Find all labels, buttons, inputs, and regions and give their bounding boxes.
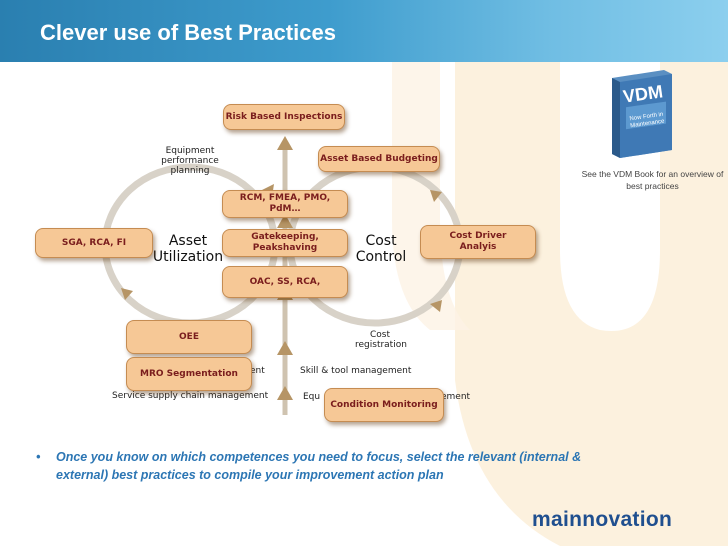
book-note: See the VDM Book for an overview of best… [581, 169, 724, 191]
label-cost-registration: Cost registration [355, 330, 407, 350]
book-cover-icon [612, 70, 672, 158]
pill-risk-based-inspections: Risk Based Inspections [223, 104, 345, 130]
pill-oac-ss-rca: OAC, SS, RCA, [222, 266, 348, 298]
pill-gatekeeping: Gatekeeping, Peakshaving [222, 229, 348, 257]
label-partial-right-b: ement [441, 392, 471, 402]
pill-oee: OEE [126, 320, 252, 354]
label-partial-right-a: Equ [303, 392, 321, 402]
pill-condition-monitoring: Condition Monitoring [324, 388, 444, 422]
label-cost-control: Cost Control [355, 233, 407, 265]
pill-cost-driver-analysis: Cost Driver Analyis [420, 225, 536, 259]
label-equipment-planning: Equipment performance planning [161, 146, 219, 176]
mainnovation-logo: mainnovation [532, 508, 673, 531]
header-bar: Clever use of Best Practices [0, 0, 728, 62]
pill-sga-rca-fi: SGA, RCA, FI [35, 228, 153, 258]
label-skill-tool: Skill & tool management [300, 366, 412, 376]
label-partial-left: ent [250, 366, 265, 376]
vdm-book-image: VDM Now Forth in Maintenance [606, 70, 676, 158]
page-title: Clever use of Best Practices [40, 20, 336, 45]
label-asset-utilization: Asset Utilization [152, 233, 224, 265]
label-service-supply: Service supply chain management [112, 391, 269, 401]
bullet-text: Once you know on which competences you n… [56, 450, 582, 482]
pill-mro-segmentation: MRO Segmentation [126, 357, 252, 391]
pill-asset-based-budgeting: Asset Based Budgeting [318, 146, 440, 172]
pill-rcm-fmea: RCM, FMEA, PMO, PdM… [222, 190, 348, 218]
bullet-marker: • [36, 450, 41, 464]
